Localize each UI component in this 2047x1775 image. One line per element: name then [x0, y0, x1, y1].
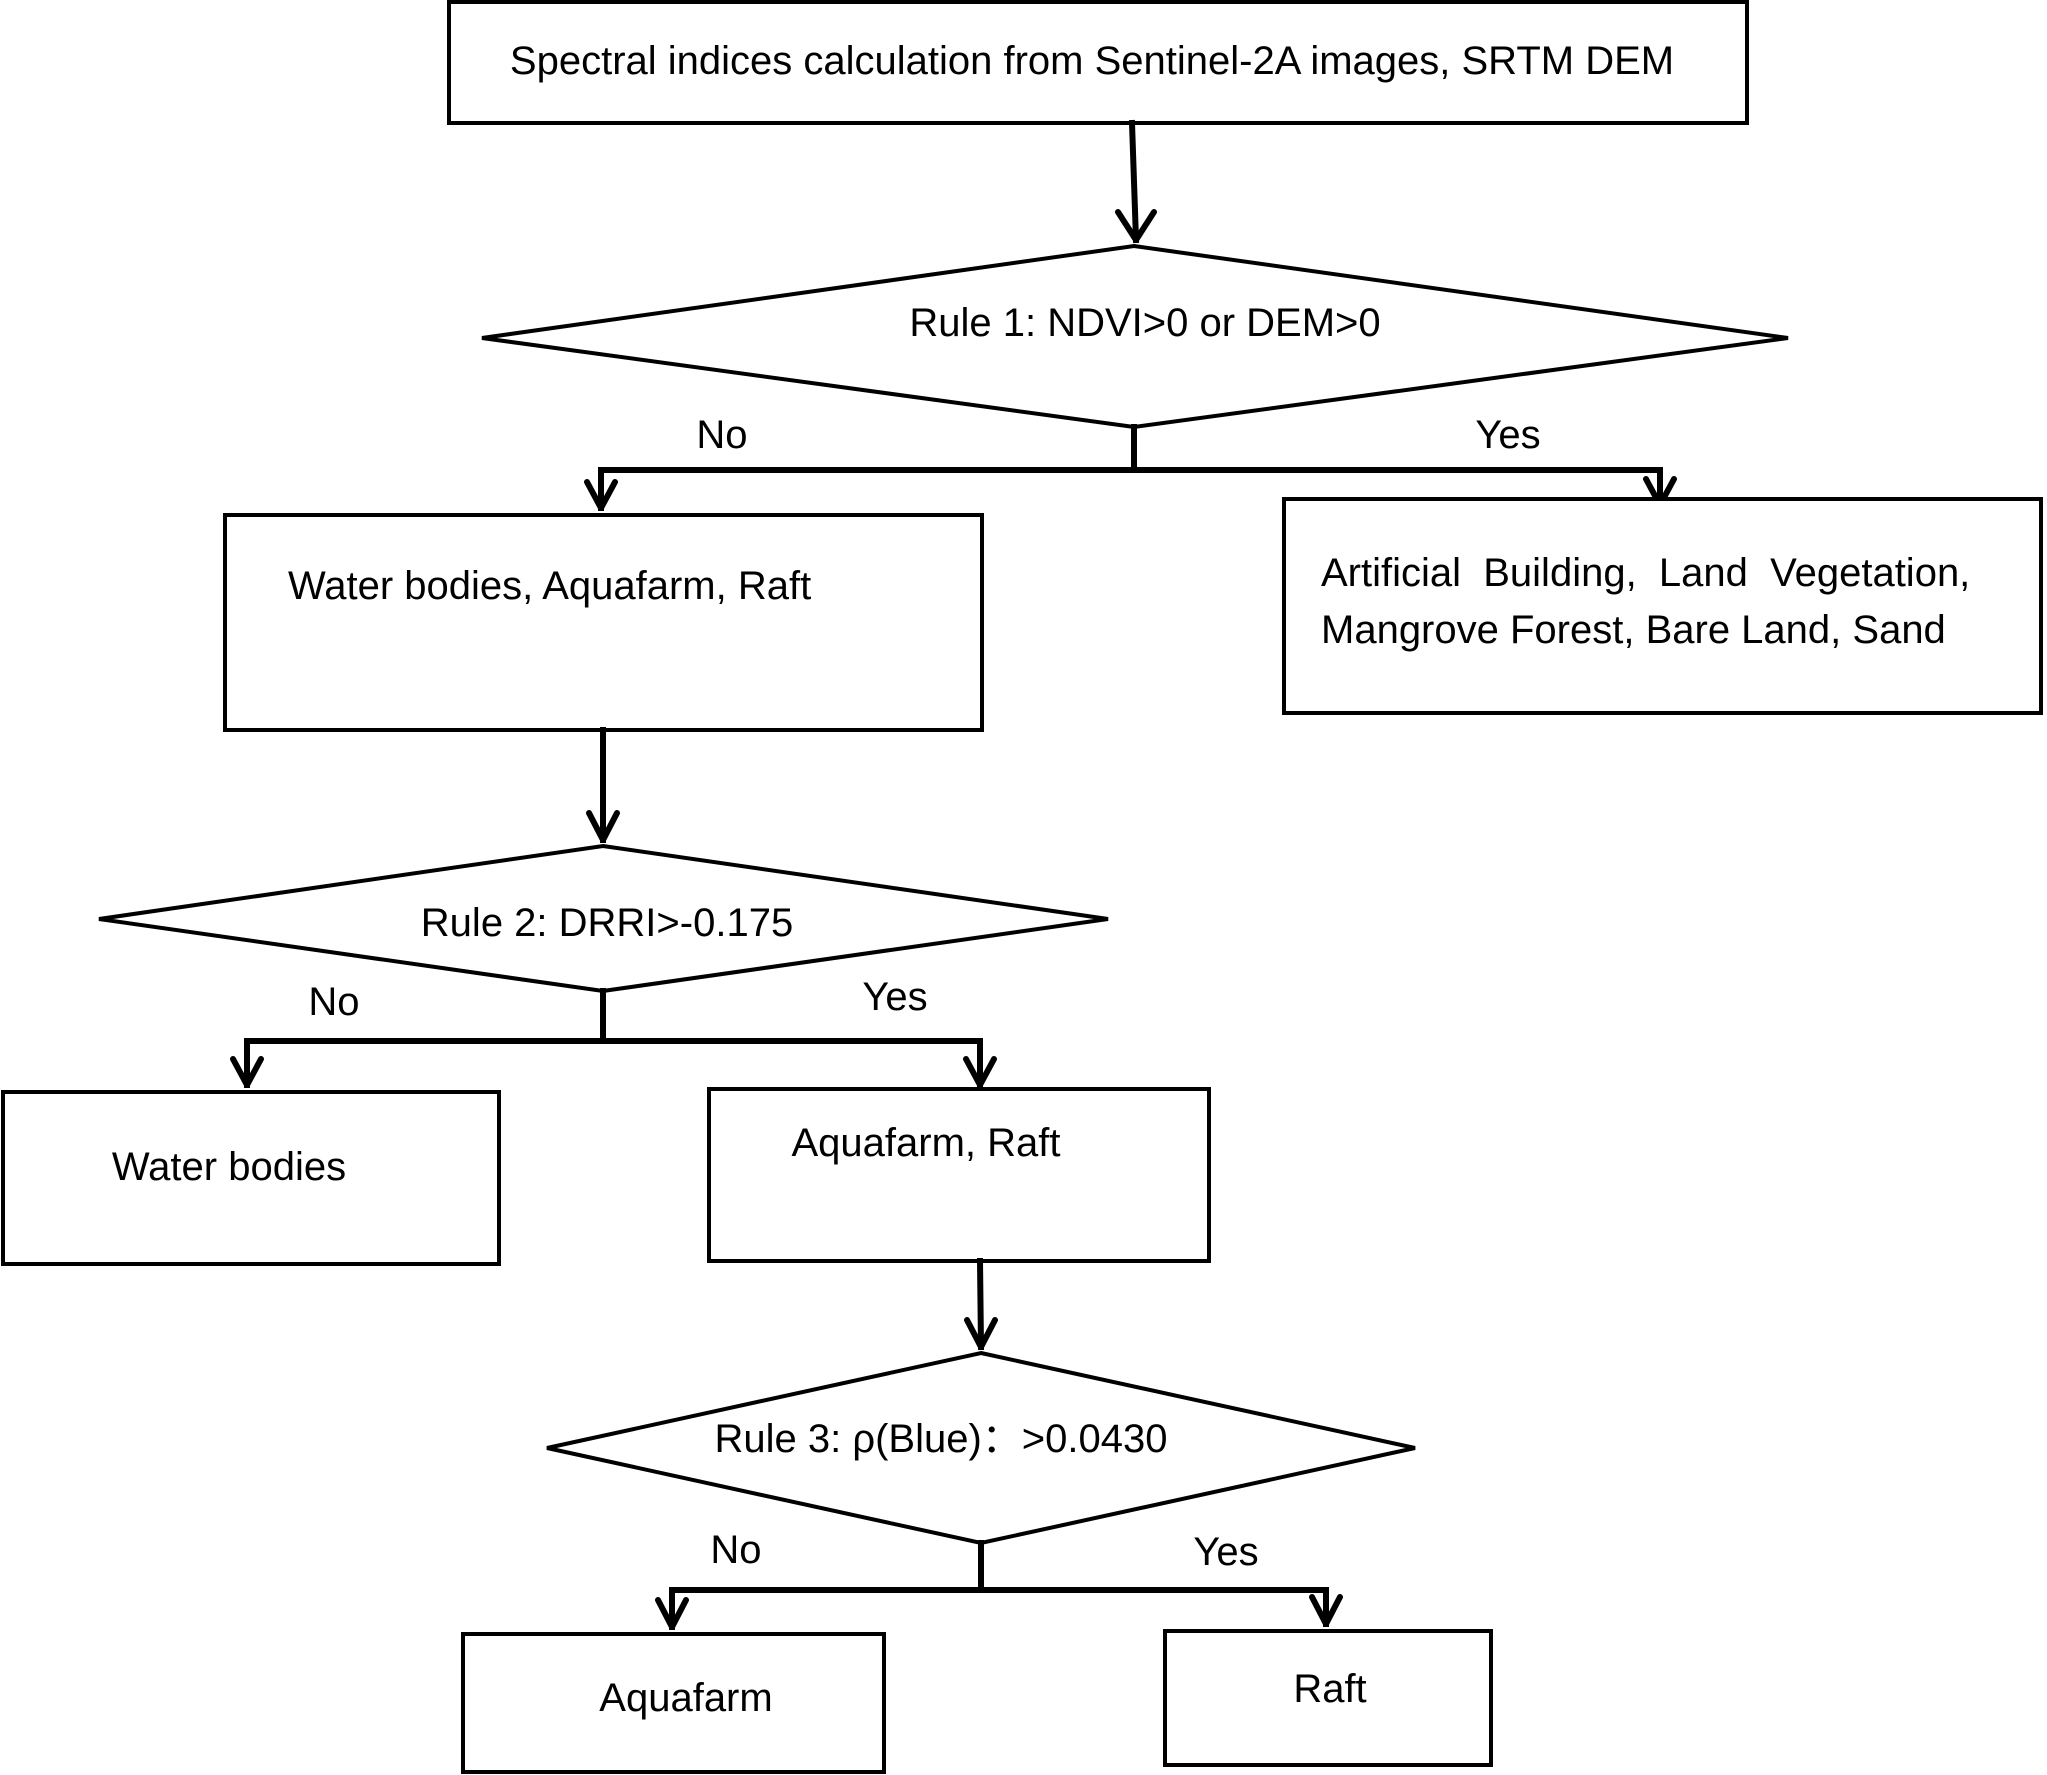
- start-node: Spectral indices calculation from Sentin…: [447, 0, 1749, 125]
- aquafarm-node: Aquafarm: [461, 1632, 886, 1774]
- raft-node: Raft: [1163, 1629, 1493, 1767]
- water-bodies-node: Water bodies: [1, 1090, 501, 1266]
- rule3-decision: Rule 3: ρ(Blue)：>0.0430: [546, 1350, 1416, 1546]
- land-classes-label-line1: Artificial Building, Land Vegetation,: [1321, 551, 1970, 595]
- rule2-label: Rule 2: DRRI>-0.175: [421, 901, 793, 945]
- rule1-label: Rule 1: NDVI>0 or DEM>0: [909, 301, 1380, 345]
- land-classes-label-line2: Mangrove Forest, Bare Land, Sand: [1321, 608, 1946, 652]
- aquafarm-raft-label: Aquafarm, Raft: [791, 1121, 1060, 1165]
- rule2-decision: Rule 2: DRRI>-0.175: [98, 843, 1109, 994]
- arrow-start-to-rule1: [1115, 119, 1157, 244]
- water-bodies-label: Water bodies: [112, 1145, 346, 1189]
- aquafarm-raft-node: Aquafarm, Raft: [707, 1087, 1211, 1263]
- aquafarm-label: Aquafarm: [599, 1676, 772, 1720]
- rule2-branches: [230, 988, 997, 1088]
- rule3-no-label: No: [710, 1528, 761, 1572]
- start-node-label: Spectral indices calculation from Sentin…: [510, 39, 1674, 83]
- raft-label: Raft: [1293, 1667, 1366, 1711]
- rule3-yes-label: Yes: [1193, 1530, 1258, 1574]
- rule2-no-label: No: [308, 980, 359, 1024]
- rule3-label: Rule 3: ρ(Blue)：>0.0430: [714, 1417, 1167, 1461]
- rule1-yes-label: Yes: [1475, 413, 1540, 457]
- rule1-no-label: No: [696, 413, 747, 457]
- rule3-branches: [655, 1540, 1343, 1630]
- arrow-to-rule3: [964, 1257, 998, 1351]
- rule2-yes-label: Yes: [862, 975, 927, 1019]
- arrow-to-rule2: [586, 727, 620, 843]
- water-aquafarm-raft-node: Water bodies, Aquafarm, Raft: [223, 513, 984, 732]
- rule1-decision: Rule 1: NDVI>0 or DEM>0: [481, 243, 1789, 430]
- water-aquafarm-raft-label: Water bodies, Aquafarm, Raft: [288, 564, 811, 608]
- land-classes-node: Artificial Building, Land Vegetation, Ma…: [1282, 497, 2043, 715]
